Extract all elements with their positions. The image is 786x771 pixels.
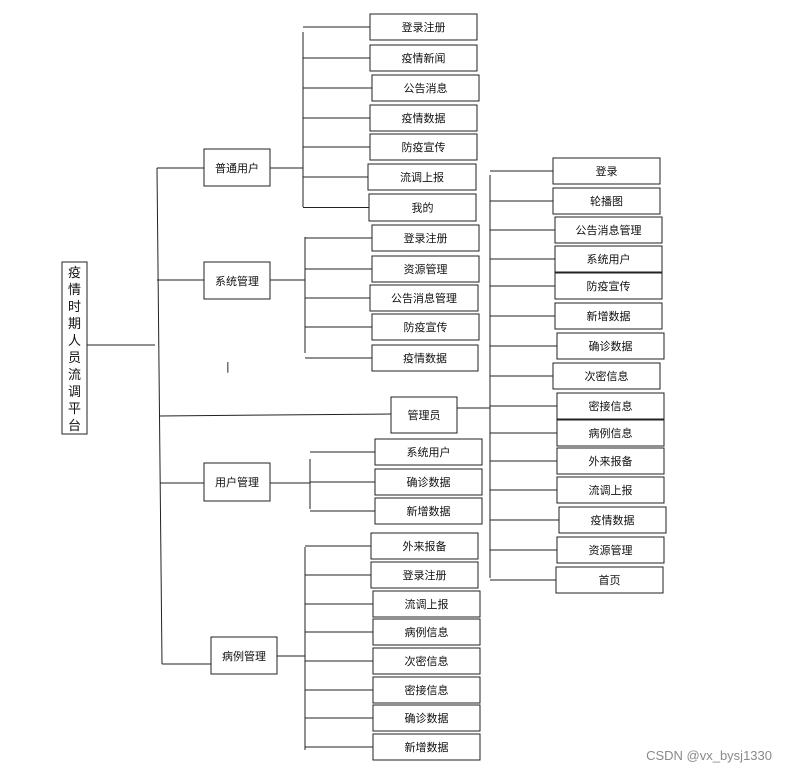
- branch-system-label: 系统管理: [215, 274, 259, 288]
- leaf-box: [552, 187, 661, 215]
- leaf-label-admin: 登录: [596, 164, 618, 178]
- leaf-box: [371, 255, 480, 283]
- leaf-label-user: 我的: [412, 201, 434, 215]
- branch-user-label: 普通用户: [215, 161, 259, 175]
- leaf-label-system: 资源管理: [404, 262, 448, 276]
- leaf-box: [371, 313, 480, 341]
- leaf-box: [556, 332, 665, 360]
- leaf-label-usermgmt: 确诊数据: [407, 475, 451, 489]
- leaf-label-user: 疫情新闻: [402, 51, 446, 65]
- leaf-box: [554, 272, 663, 300]
- leaf-box: [370, 532, 479, 560]
- leaf-label-admin: 新增数据: [587, 309, 631, 323]
- leaf-box: [372, 676, 481, 704]
- leaf-label-user: 防疫宣传: [402, 140, 446, 154]
- leaf-label-admin: 疫情数据: [591, 513, 635, 527]
- leaf-label-case: 病例信息: [405, 625, 449, 639]
- leaf-box: [374, 468, 483, 496]
- leaf-label-case: 外来报备: [403, 539, 447, 553]
- leaf-label-admin: 流调上报: [589, 483, 633, 497]
- leaf-label-admin: 首页: [599, 573, 621, 587]
- leaf-box: [552, 362, 661, 390]
- leaf-box: [370, 561, 479, 589]
- leaf-label-admin: 外来报备: [589, 454, 633, 468]
- branch-usermgmt: 用户管理: [203, 462, 271, 502]
- branch-admin: 管理员: [390, 396, 458, 434]
- leaf-box: [556, 392, 665, 420]
- leaf-box: [556, 419, 665, 447]
- leaf-label-user: 公告消息: [404, 81, 448, 95]
- leaf-box: [369, 13, 478, 41]
- leaf-label-admin: 确诊数据: [589, 339, 633, 353]
- leaf-box: [372, 618, 481, 646]
- leaf-box: [372, 704, 481, 732]
- leaf-box: [371, 344, 479, 372]
- stray-mark: |: [226, 360, 230, 373]
- leaf-label-system: 公告消息管理: [391, 291, 457, 305]
- leaf-label-admin: 防疫宣传: [587, 279, 631, 293]
- leaf-box: [556, 536, 665, 564]
- leaf-box: [554, 245, 663, 273]
- leaf-box: [369, 104, 478, 132]
- branch-usermgmt-label: 用户管理: [215, 475, 259, 489]
- leaf-box: [371, 74, 480, 102]
- leaf-box: [558, 506, 667, 534]
- leaf-box: [372, 733, 481, 761]
- leaf-label-system: 疫情数据: [403, 351, 447, 365]
- leaf-box: [368, 193, 477, 222]
- branch-case-label: 病例管理: [222, 649, 266, 663]
- leaf-label-case: 新增数据: [405, 740, 449, 754]
- leaf-box: [372, 590, 481, 618]
- leaf-label-admin: 系统用户: [587, 252, 631, 266]
- leaf-label-admin: 次密信息: [585, 369, 629, 383]
- leaf-box: [369, 284, 479, 312]
- leaf-label-admin: 轮播图: [590, 194, 623, 208]
- leaf-box: [374, 497, 483, 525]
- leaf-label-user: 疫情数据: [402, 111, 446, 125]
- branch-case: 病例管理: [210, 636, 278, 675]
- leaf-label-system: 防疫宣传: [404, 320, 448, 334]
- leaf-label-case: 密接信息: [405, 683, 449, 697]
- leaf-box: [371, 224, 480, 252]
- leaf-box: [367, 163, 477, 191]
- watermark: CSDN @vx_bysj1330: [646, 748, 772, 763]
- leaf-group-admin: 登录轮播图公告消息管理系统用户防疫宣传新增数据确诊数据次密信息密接信息病例信息外…: [490, 157, 667, 594]
- leaf-box: [369, 44, 478, 72]
- leaf-label-case: 确诊数据: [405, 711, 449, 725]
- leaf-box: [372, 647, 481, 675]
- branch-system: 系统管理: [203, 261, 271, 300]
- leaf-label-case: 流调上报: [405, 597, 449, 611]
- leaf-box: [554, 302, 663, 330]
- leaf-label-case: 登录注册: [403, 568, 447, 582]
- leaf-box: [552, 157, 661, 185]
- root-box: [61, 261, 88, 435]
- leaf-label-usermgmt: 新增数据: [407, 504, 451, 518]
- leaf-label-case: 次密信息: [405, 654, 449, 668]
- leaf-box: [555, 566, 664, 594]
- leaf-label-admin: 公告消息管理: [576, 223, 642, 237]
- leaf-label-usermgmt: 系统用户: [407, 445, 451, 459]
- leaf-label-system: 登录注册: [404, 231, 448, 245]
- branch-user: 普通用户: [203, 148, 271, 187]
- leaf-label-user: 流调上报: [400, 170, 444, 184]
- leaf-label-admin: 密接信息: [589, 399, 633, 413]
- root-label: 疫情时期人员流调平台: [68, 265, 81, 434]
- leaf-box: [556, 447, 665, 475]
- leaf-box: [554, 216, 663, 244]
- leaf-box: [374, 438, 483, 466]
- leaf-label-admin: 病例信息: [589, 426, 633, 440]
- leaf-box: [556, 476, 665, 504]
- branch-admin-label: 管理员: [408, 408, 441, 422]
- leaf-label-admin: 资源管理: [589, 543, 633, 557]
- leaf-box: [369, 133, 478, 161]
- leaf-label-user: 登录注册: [402, 20, 446, 34]
